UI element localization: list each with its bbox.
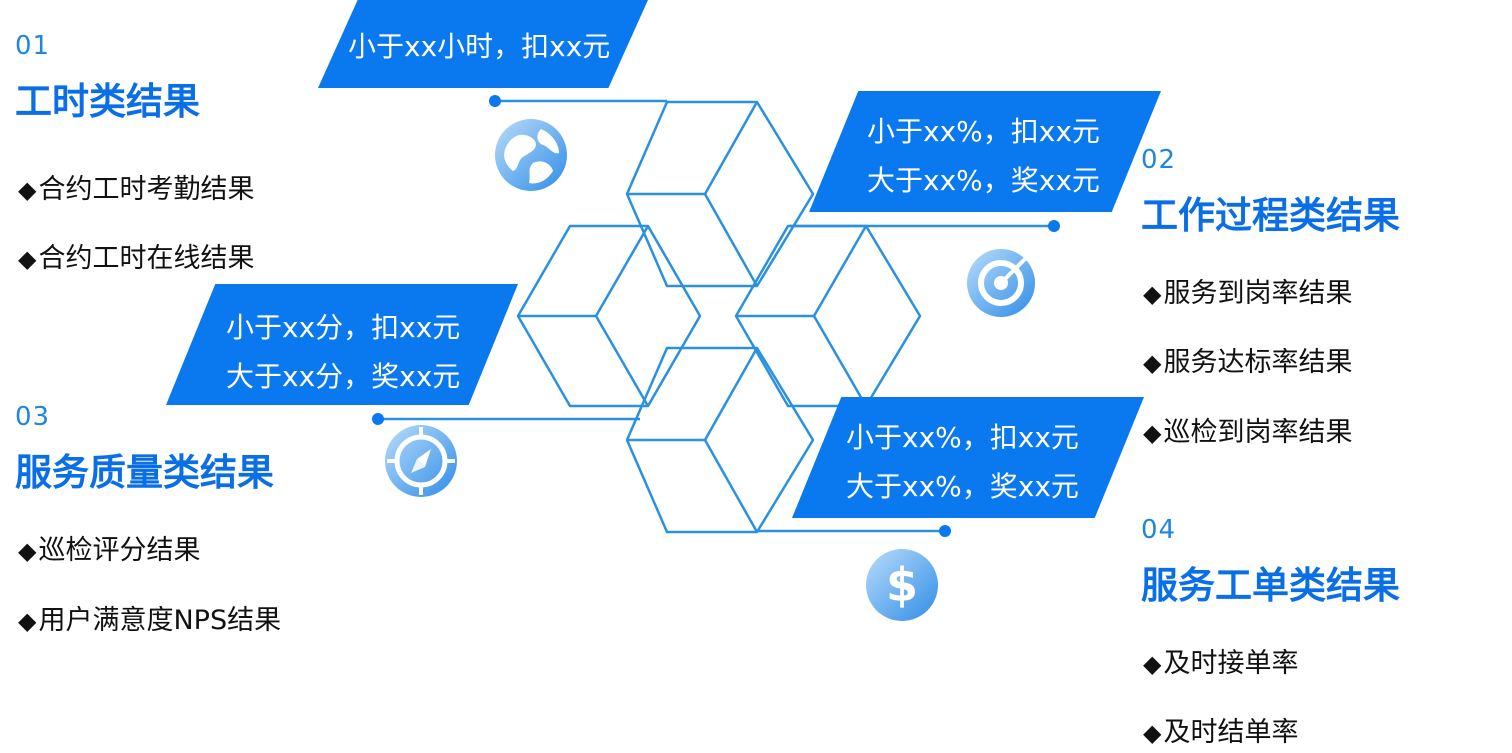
bullet-icon: ◆ [18,607,37,635]
list-item: ◆服务达标率结果 [1143,340,1352,379]
list-item-label: 及时结单率 [1163,717,1299,748]
rule-text: 小于xx%，扣xx元 [867,115,1100,148]
section-title: 服务工单类结果 [1141,564,1400,607]
compass-icon [385,425,457,497]
cube-right [734,224,922,408]
list-item-label: 用户满意度NPS结果 [38,605,282,636]
rule-text: 小于xx%，扣xx元 [846,421,1079,454]
rule-banner-02 [809,91,1161,212]
list-item: ◆及时结单率 [1143,710,1298,749]
list-item-label: 服务到岗率结果 [1163,278,1353,309]
cube-left [516,224,702,408]
section-number: 04 [1141,515,1177,545]
dot-02 [1048,220,1060,232]
bullet-icon: ◆ [1143,719,1162,747]
bullet-icon: ◆ [18,245,37,273]
list-item-label: 及时接单率 [1163,648,1299,679]
list-item: ◆巡检到岗率结果 [1143,410,1352,449]
bullet-icon: ◆ [18,537,37,565]
section-number: 01 [15,31,51,61]
list-item: ◆服务到岗率结果 [1143,271,1352,310]
cube-top [625,100,815,288]
rule-banner-03 [166,284,518,405]
list-item-label: 巡检到岗率结果 [1163,417,1353,448]
section-title: 服务质量类结果 [15,451,274,494]
section-number: 03 [15,402,51,432]
bullet-icon: ◆ [1143,280,1162,308]
list-item: ◆用户满意度NPS结果 [18,598,281,637]
section-number: 02 [1141,145,1177,175]
bullet-icon: ◆ [1143,419,1162,447]
bullet-icon: ◆ [1143,650,1162,678]
rule-banner-01 [318,0,648,88]
dot-03 [372,413,384,425]
bullet-icon: ◆ [1143,349,1162,377]
section-title: 工时类结果 [15,80,200,123]
globe-icon [495,119,567,191]
rule-text: 小于xx小时，扣xx元 [348,30,611,63]
rule-text: 大于xx分，奖xx元 [226,360,461,393]
list-item-label: 服务达标率结果 [1163,347,1353,378]
list-item: ◆合约工时考勤结果 [18,167,254,206]
list-item: ◆合约工时在线结果 [18,236,254,275]
list-item: ◆巡检评分结果 [18,528,200,567]
rule-text: 大于xx%，奖xx元 [867,164,1100,197]
list-item-label: 合约工时在线结果 [38,243,255,274]
rule-banner-04 [792,397,1144,518]
dollar-icon: $ [866,549,938,621]
rule-text: 大于xx%，奖xx元 [846,470,1079,503]
list-item-label: 合约工时考勤结果 [38,174,255,205]
svg-text:$: $ [886,558,918,612]
rule-text: 小于xx分，扣xx元 [226,311,461,344]
list-item: ◆及时接单率 [1143,641,1298,680]
bullet-icon: ◆ [18,176,37,204]
dot-04 [939,525,951,537]
target-icon [967,247,1037,317]
cube-bottom [625,346,815,534]
dot-01 [489,95,501,107]
list-item-label: 巡检评分结果 [38,535,201,566]
section-title: 工作过程类结果 [1141,194,1400,237]
